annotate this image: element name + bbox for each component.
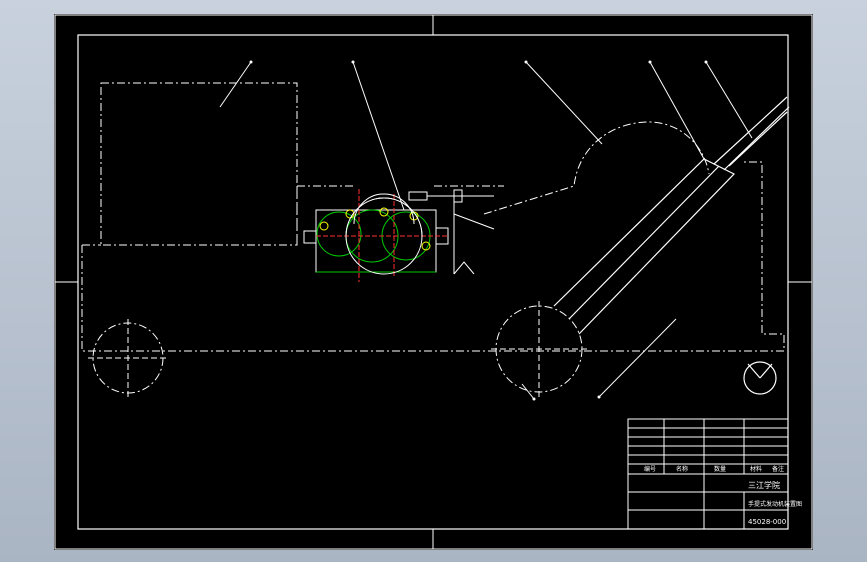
col-material-label: 材料 [750, 465, 762, 473]
left-wheel [88, 319, 168, 397]
centering-marks [55, 15, 812, 549]
drawing-title: 手提式发动机装置图 [748, 500, 802, 508]
drawing-number: 45028-000 [748, 518, 786, 526]
caster-wheel [743, 361, 777, 395]
motor-outline [100, 82, 298, 246]
title-block: 编号 名称 数量 材料 备注 三江学院 手提式发动机装置图 45028-000 [627, 418, 802, 530]
leader-lines [219, 61, 753, 400]
right-wheel [491, 301, 587, 397]
handle-arm [553, 96, 790, 335]
sheet-outer-border [54, 14, 813, 550]
col-no-label: 编号 [644, 465, 656, 473]
school-name: 三江学院 [748, 480, 780, 490]
drawing-canvas: 编号 名称 数量 材料 备注 三江学院 手提式发动机装置图 45028-000 [54, 14, 813, 550]
col-name-label: 名称 [676, 465, 688, 473]
balloon-dots [249, 60, 708, 401]
col-note-label: 备注 [772, 465, 784, 473]
gearbox-assembly [303, 189, 495, 282]
base-frame [81, 161, 785, 352]
col-qty-label: 数量 [714, 465, 726, 473]
hood-outline [483, 121, 710, 215]
cad-viewport[interactable]: 编号 名称 数量 材料 备注 三江学院 手提式发动机装置图 45028-000 [54, 14, 813, 550]
